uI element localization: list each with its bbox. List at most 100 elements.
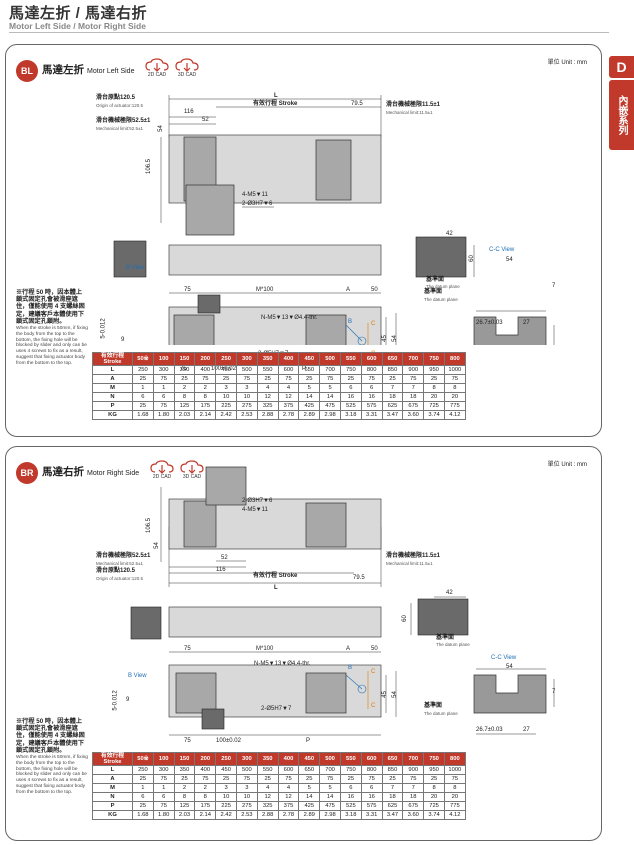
table-cell: 1: [132, 383, 154, 393]
br-badge: BR: [16, 462, 38, 484]
cloud-download-icon: [145, 58, 169, 72]
mech-limit-left-en: Mechanical limit:52.5±1: [96, 561, 143, 566]
table-cell: 750: [339, 365, 362, 375]
table-cell: 425: [298, 801, 321, 811]
table-cell: 2.42: [215, 410, 237, 420]
dim-75: 75: [184, 646, 191, 652]
table-cell: 350: [256, 752, 279, 766]
mech-limit-right: 滑台機械極限11.5±1: [386, 553, 440, 559]
dim-9: 9: [126, 697, 130, 703]
mech-limit-right-en: Mechanical limit:11.5±1: [386, 561, 433, 566]
mech-limit-left: 滑台機械極限52.5±1: [96, 118, 151, 124]
dim-54c: 54: [506, 664, 513, 670]
cad-3d-download[interactable]: 3D CAD: [174, 58, 200, 78]
table-cell: 600: [360, 752, 383, 766]
table-cell: N: [92, 792, 133, 802]
table-cell: 75: [194, 774, 217, 784]
table-cell: 75: [443, 774, 466, 784]
unit-label: 單位 Unit : mm: [547, 462, 587, 468]
table-cell: 10: [215, 792, 237, 802]
table-cell: 25: [215, 774, 237, 784]
table-cell: 8: [423, 783, 445, 793]
table-cell: 550: [339, 752, 362, 766]
table-cell: 600: [277, 365, 300, 375]
table-cell: 75: [194, 374, 217, 384]
datum-label-2: 基準面: [424, 289, 443, 295]
table-cell: 25: [381, 374, 404, 384]
section-tab-letter[interactable]: D: [609, 56, 634, 78]
table-cell: 750: [423, 352, 445, 366]
table-cell: 75: [402, 774, 425, 784]
table-cell: 125: [173, 801, 196, 811]
table-cell: 2.78: [277, 410, 300, 420]
cad-3d-download[interactable]: 3D CAD: [179, 460, 205, 480]
table-cell: 6: [339, 383, 362, 393]
table-cell: 6: [132, 392, 154, 402]
table-cell: 20: [423, 392, 445, 402]
table-cell: 3.60: [402, 810, 425, 820]
table-cell: 8: [443, 783, 466, 793]
table-cell: 3.60: [402, 410, 425, 420]
dim-7: 7: [552, 689, 556, 695]
table-cell: 75: [235, 774, 258, 784]
table-cell: 100: [152, 752, 175, 766]
table-cell: 3: [235, 383, 258, 393]
table-cell: 450: [298, 752, 321, 766]
table-cell: 625: [381, 401, 404, 411]
table-cell: 2.14: [194, 410, 217, 420]
table-cell: 75: [360, 774, 383, 784]
table-cell: 400: [194, 765, 217, 775]
section-tab-label[interactable]: 內嵌系列: [609, 80, 634, 150]
b-marker: B: [348, 665, 353, 671]
mech-limit-left: 滑台機械極限52.5±1: [96, 553, 151, 559]
table-cell: 1.80: [152, 810, 175, 820]
dim-75: 75: [184, 287, 191, 293]
table-cell: 500: [235, 765, 258, 775]
table-cell: 2.88: [256, 810, 279, 820]
table-cell: 375: [277, 801, 300, 811]
table-cell: 3: [215, 783, 237, 793]
dim-42: 42: [446, 231, 453, 237]
table-cell: 250: [215, 352, 237, 366]
table-cell: 75: [152, 374, 175, 384]
table-cell: 200: [194, 752, 217, 766]
table-cell: 2.89: [298, 410, 321, 420]
table-cell: 2.53: [235, 410, 258, 420]
cloud-download-icon: [175, 58, 199, 72]
table-cell: 12: [256, 392, 279, 402]
table-cell: 4: [277, 783, 300, 793]
table-cell: 325: [256, 401, 279, 411]
table-cell: 18: [402, 392, 425, 402]
table-cell: 75: [402, 374, 425, 384]
table-cell: A: [92, 774, 133, 784]
table-cell: 5: [319, 783, 341, 793]
bl-badge: BL: [16, 60, 38, 82]
dim-54: 54: [157, 125, 164, 132]
table-cell: 5: [298, 383, 321, 393]
origin-label: 滑台原點120.5: [96, 568, 136, 574]
table-cell: 7: [402, 783, 425, 793]
table-cell: 2.98: [319, 810, 341, 820]
table-cell: 350: [173, 765, 196, 775]
table-cell: 575: [360, 401, 383, 411]
table-cell: 550: [256, 365, 279, 375]
b-view-label: B View: [128, 673, 147, 679]
table-cell: 25: [298, 374, 321, 384]
tap-note: 4-M5▼11: [242, 507, 268, 513]
table-cell: 10: [235, 792, 258, 802]
origin-label-en: Origin of actuator:120.5: [96, 576, 144, 581]
cad-2d-download[interactable]: 2D CAD: [144, 58, 170, 78]
table-cell: KG: [92, 410, 133, 420]
table-cell: 300: [235, 752, 258, 766]
table-cell: 25: [132, 374, 154, 384]
table-cell: 75: [443, 374, 466, 384]
table-cell: 75: [152, 801, 175, 811]
dim-A: A: [346, 287, 351, 293]
table-cell: 25: [381, 774, 404, 784]
dim-60: 60: [468, 255, 475, 262]
table-cell: 3.18: [339, 810, 362, 820]
cad-2d-download[interactable]: 2D CAD: [149, 460, 175, 480]
